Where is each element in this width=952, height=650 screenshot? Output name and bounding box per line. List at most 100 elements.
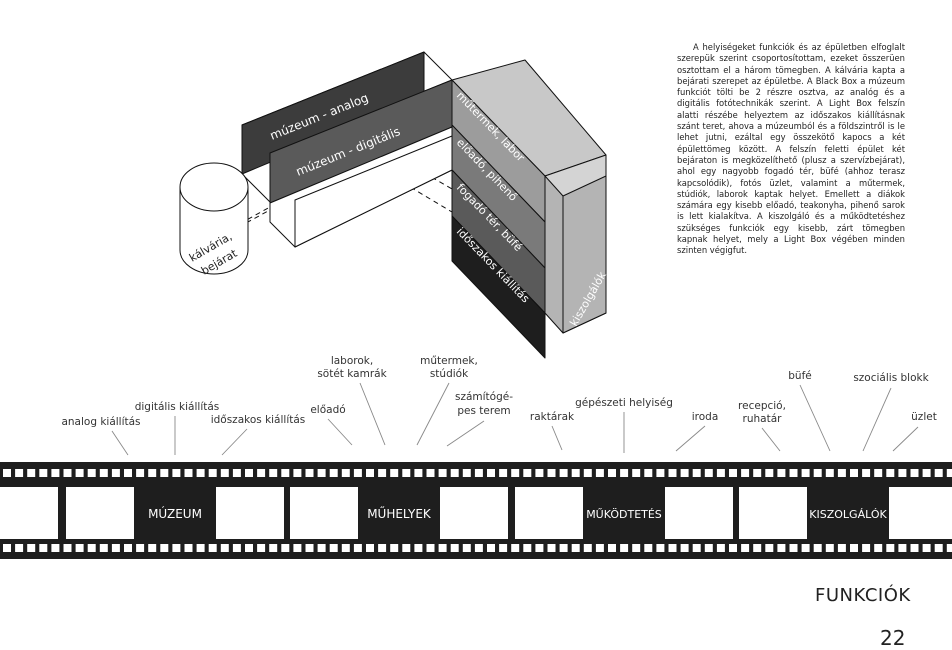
axonometric-diagram [179,51,607,359]
film-perforation [789,469,798,477]
film-perforation [293,544,302,552]
film-perforation [317,544,326,552]
film-perforation [341,469,350,477]
film-perforation [910,544,919,552]
service-block-front [544,175,564,334]
film-perforation [620,469,629,477]
film-perforation [680,469,689,477]
film-perforation [656,469,665,477]
film-strip: MÚZEUM MŰHELYEK MŰKÖDTETÉS KISZOLGÁLÓK [0,462,952,559]
film-perforation [789,544,798,552]
film-perforation [426,469,435,477]
film-frames [0,487,952,539]
film-perforation [402,544,411,552]
film-perforation [329,544,338,552]
film-perforation [63,469,72,477]
film-perforation [559,469,568,477]
film-perforation [208,544,217,552]
film-frame [440,487,508,539]
film-perforation [692,544,701,552]
film-perforation [874,469,883,477]
page-title: FUNKCIÓK [815,585,911,606]
film-perforation [487,544,495,552]
film-perforation [426,544,435,552]
film-perforation [862,544,871,552]
film-perforation [305,544,314,552]
film-perforation [232,469,241,477]
label-raktarak: raktárak [530,411,575,423]
film-perforation [692,469,701,477]
film-perforation [922,544,931,552]
film-perforation [765,544,774,552]
film-perforation [922,469,931,477]
film-perforation [15,469,24,477]
film-frame [889,487,952,539]
film-perforation [462,544,471,552]
film-perforation [898,544,907,552]
label-gepeszeti: gépészeti helyiség [575,397,673,409]
film-perforation [353,469,362,477]
film-perforation [620,544,629,552]
film-perforation [668,469,677,477]
label-digitalis-kiallitas: digitális kiállítás [135,401,220,413]
label-laborok-1: laborok, [331,355,373,367]
film-perforation [729,544,737,552]
film-perforation [886,544,895,552]
label-szamitogep-1: számítógé- [455,391,513,403]
film-perforation [220,469,229,477]
label-bufe: büfé [788,370,811,382]
film-perforation [462,469,471,477]
film-perforation [886,469,895,477]
film-perforation [257,469,266,477]
page-number: 22 [880,626,906,650]
film-perforation [111,544,120,552]
film-perforation [547,469,556,477]
kalvaria-cylinder-top [179,162,249,212]
film-perforation [245,469,253,477]
film-perforation [474,544,483,552]
film-perforation [27,469,36,477]
film-perforation [813,469,822,477]
film-perforation [366,544,374,552]
film-frame [290,487,358,539]
film-perforation [39,544,48,552]
label-analog-kiallitas: analog kiállítás [61,416,140,428]
film-perforation [257,544,266,552]
film-perforation [390,544,399,552]
film-perforation [414,469,423,477]
film-perforation [559,544,568,552]
film-frame [216,487,284,539]
film-perforation [87,544,96,552]
film-perforation [160,469,169,477]
film-perforation [583,469,592,477]
film-perforation [644,544,653,552]
film-perforation [87,469,96,477]
film-perforation [269,469,278,477]
film-perforation [523,544,532,552]
description-paragraph: A helyiségeket funkciók és az épületben … [677,42,905,256]
film-perforation [644,469,653,477]
film-perforation [136,544,145,552]
film-perforation [825,544,834,552]
film-perforation [511,544,520,552]
film-perforation [837,469,846,477]
film-perforation [281,469,290,477]
film-perforations [3,469,952,552]
film-perforation [196,469,205,477]
label-recepcio-1: recepció, [738,400,786,412]
film-perforation [934,544,943,552]
film-frame [515,487,583,539]
floor-idoszakos [451,215,546,359]
film-perforation [269,544,278,552]
film-perforation [305,469,314,477]
film-perforation [729,469,737,477]
label-eloado: előadó [310,404,345,416]
film-frame [66,487,134,539]
film-perforation [837,544,846,552]
film-perforation [378,469,387,477]
film-perforation [523,469,532,477]
film-perforation [438,469,447,477]
film-perforation [765,469,774,477]
film-perforation [124,544,132,552]
film-perforation [245,544,253,552]
